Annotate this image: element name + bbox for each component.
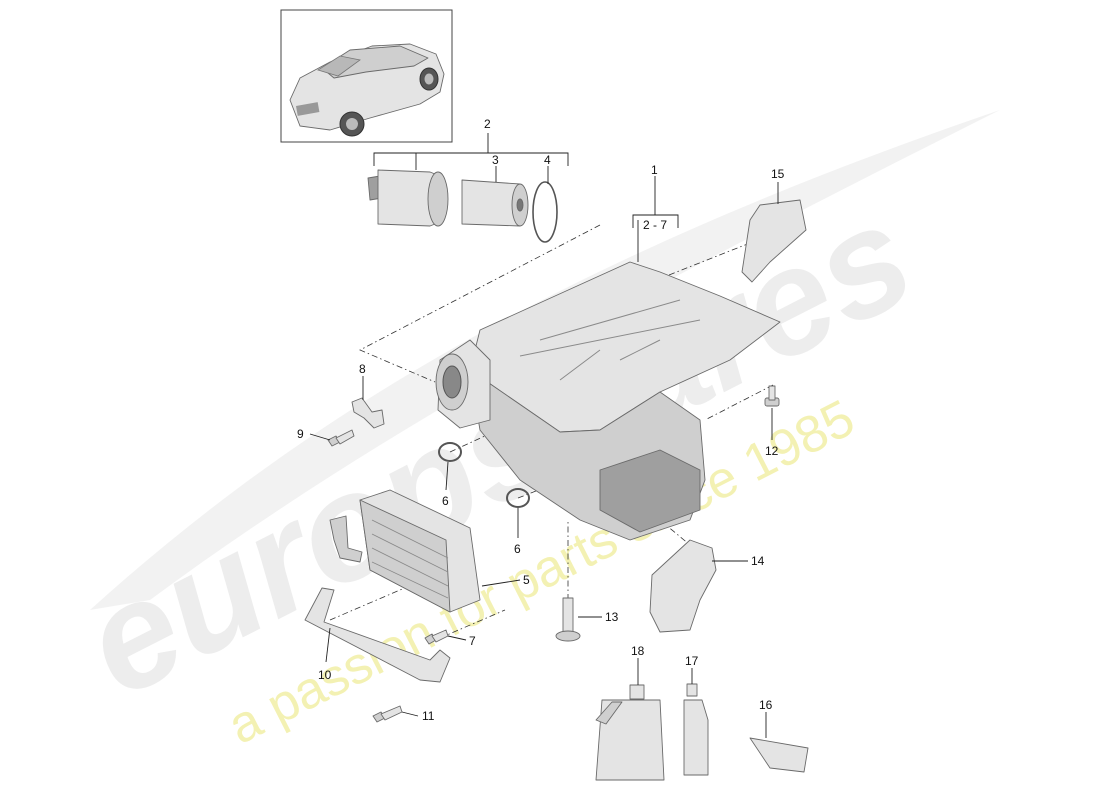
callout-12: 12	[765, 444, 779, 458]
watermark-swoosh	[90, 110, 1000, 610]
bracket-10	[304, 587, 451, 683]
oil-bottle-18-body	[595, 699, 665, 781]
callout-1: 1	[651, 163, 658, 177]
callout-6-upper: 6	[442, 494, 449, 508]
leader-lines	[309, 133, 779, 738]
seal-6-lower	[506, 488, 530, 508]
oil-pan-ribs	[519, 299, 701, 381]
leader-9	[309, 433, 331, 441]
leader-6a	[445, 461, 449, 491]
bolt-12	[764, 385, 780, 407]
callout-4: 4	[544, 153, 551, 167]
leader-5	[481, 579, 521, 587]
car-windshield	[317, 55, 361, 77]
callout-14: 14	[751, 554, 765, 568]
callout-17: 17	[685, 654, 699, 668]
car-front-hub	[346, 118, 358, 130]
callout-9: 9	[297, 427, 304, 441]
callout-range-2-7: 2 - 7	[643, 218, 667, 232]
callout-18: 18	[631, 644, 645, 658]
bolt-9	[327, 429, 355, 447]
leader-10	[325, 627, 331, 663]
car-grille	[296, 102, 320, 116]
seal-6-upper	[438, 442, 462, 462]
assembly-line-cover14	[659, 519, 691, 546]
bolt-11	[372, 705, 403, 723]
callout-13: 13	[605, 610, 619, 624]
callout-5: 5	[523, 573, 530, 587]
callout-8: 8	[359, 362, 366, 376]
oil-bottle-17-cap	[686, 683, 698, 697]
callout-16: 16	[759, 698, 773, 712]
leader-7	[447, 635, 467, 641]
bolt-7	[424, 629, 449, 645]
filter-element-core	[516, 198, 524, 212]
bracket-8	[351, 397, 385, 429]
oil-cooler-pipe	[329, 515, 363, 563]
callout-7: 7	[469, 634, 476, 648]
oil-filter-housing	[367, 169, 558, 243]
assembly-line-filter	[359, 224, 601, 383]
assembly-line-bolt7	[439, 609, 506, 639]
oil-pan-pump-bore	[442, 365, 462, 399]
car-rear-hub	[424, 73, 434, 85]
oil-bottle-18-cap	[629, 684, 645, 700]
oil-pan	[435, 261, 781, 541]
callout-3: 3	[492, 153, 499, 167]
oil-bottle-17-body	[683, 699, 709, 776]
callout-6-lower: 6	[514, 542, 521, 556]
oil-cooler-fins	[371, 519, 449, 599]
oil-bottle-18	[595, 684, 665, 781]
callout-labels: 2 3 4 1 2 - 7 15 8 9 12 6 6 14 5 13 7 10…	[297, 117, 785, 723]
callout-10: 10	[318, 668, 332, 682]
callout-2: 2	[484, 117, 491, 131]
leader-2	[373, 133, 569, 166]
cover-14	[649, 539, 717, 633]
filter-o-ring	[532, 181, 558, 243]
leader-11	[401, 711, 419, 717]
callout-11: 11	[422, 709, 435, 723]
oil-cooler-side	[359, 499, 451, 613]
bolt-13	[555, 597, 581, 642]
oil-bottle-17	[683, 683, 709, 776]
gasket-15	[741, 199, 807, 283]
vehicle-thumbnail	[280, 9, 453, 143]
oil-pan-sump	[599, 449, 701, 533]
filter-element	[461, 179, 521, 227]
filter-housing-rim	[427, 171, 449, 227]
oil-cooler	[329, 489, 481, 613]
oil-bottle-18-handle	[595, 701, 623, 725]
sealant-16	[749, 737, 809, 773]
callout-15: 15	[771, 167, 785, 181]
leader-1	[632, 176, 679, 228]
car-roof	[321, 45, 429, 79]
assembly-line-bolt12	[704, 384, 774, 421]
